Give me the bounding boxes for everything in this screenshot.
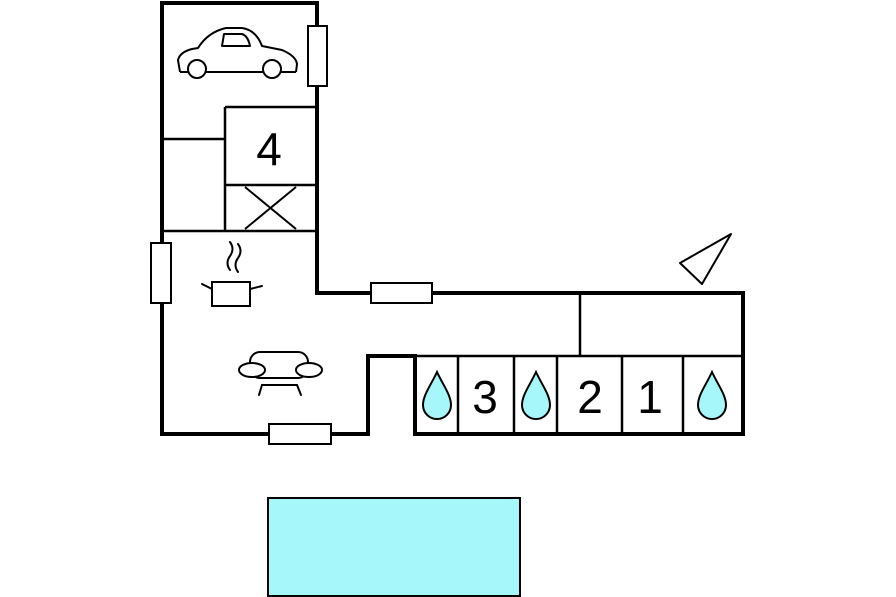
window-kitchen [150, 242, 172, 304]
window-corridor [370, 282, 433, 304]
water-drop-icon [421, 369, 453, 420]
water-drop-icon [696, 369, 728, 420]
sofa-icon [238, 351, 323, 396]
window-living [268, 423, 332, 445]
room-label-1: 1 [637, 371, 663, 423]
interior-walls [162, 105, 743, 434]
pool [267, 497, 521, 597]
cooking-pot-icon [201, 241, 263, 307]
water-drop-icon [520, 369, 552, 420]
room-label-3: 3 [472, 371, 498, 423]
staircase-icon [244, 186, 297, 230]
room-label-4: 4 [256, 123, 282, 175]
room-label-2: 2 [577, 371, 603, 423]
window-garage [307, 25, 328, 87]
car-icon [177, 27, 298, 79]
compass-north-icon [679, 233, 732, 285]
water-drops [421, 369, 728, 420]
windows [150, 25, 433, 445]
